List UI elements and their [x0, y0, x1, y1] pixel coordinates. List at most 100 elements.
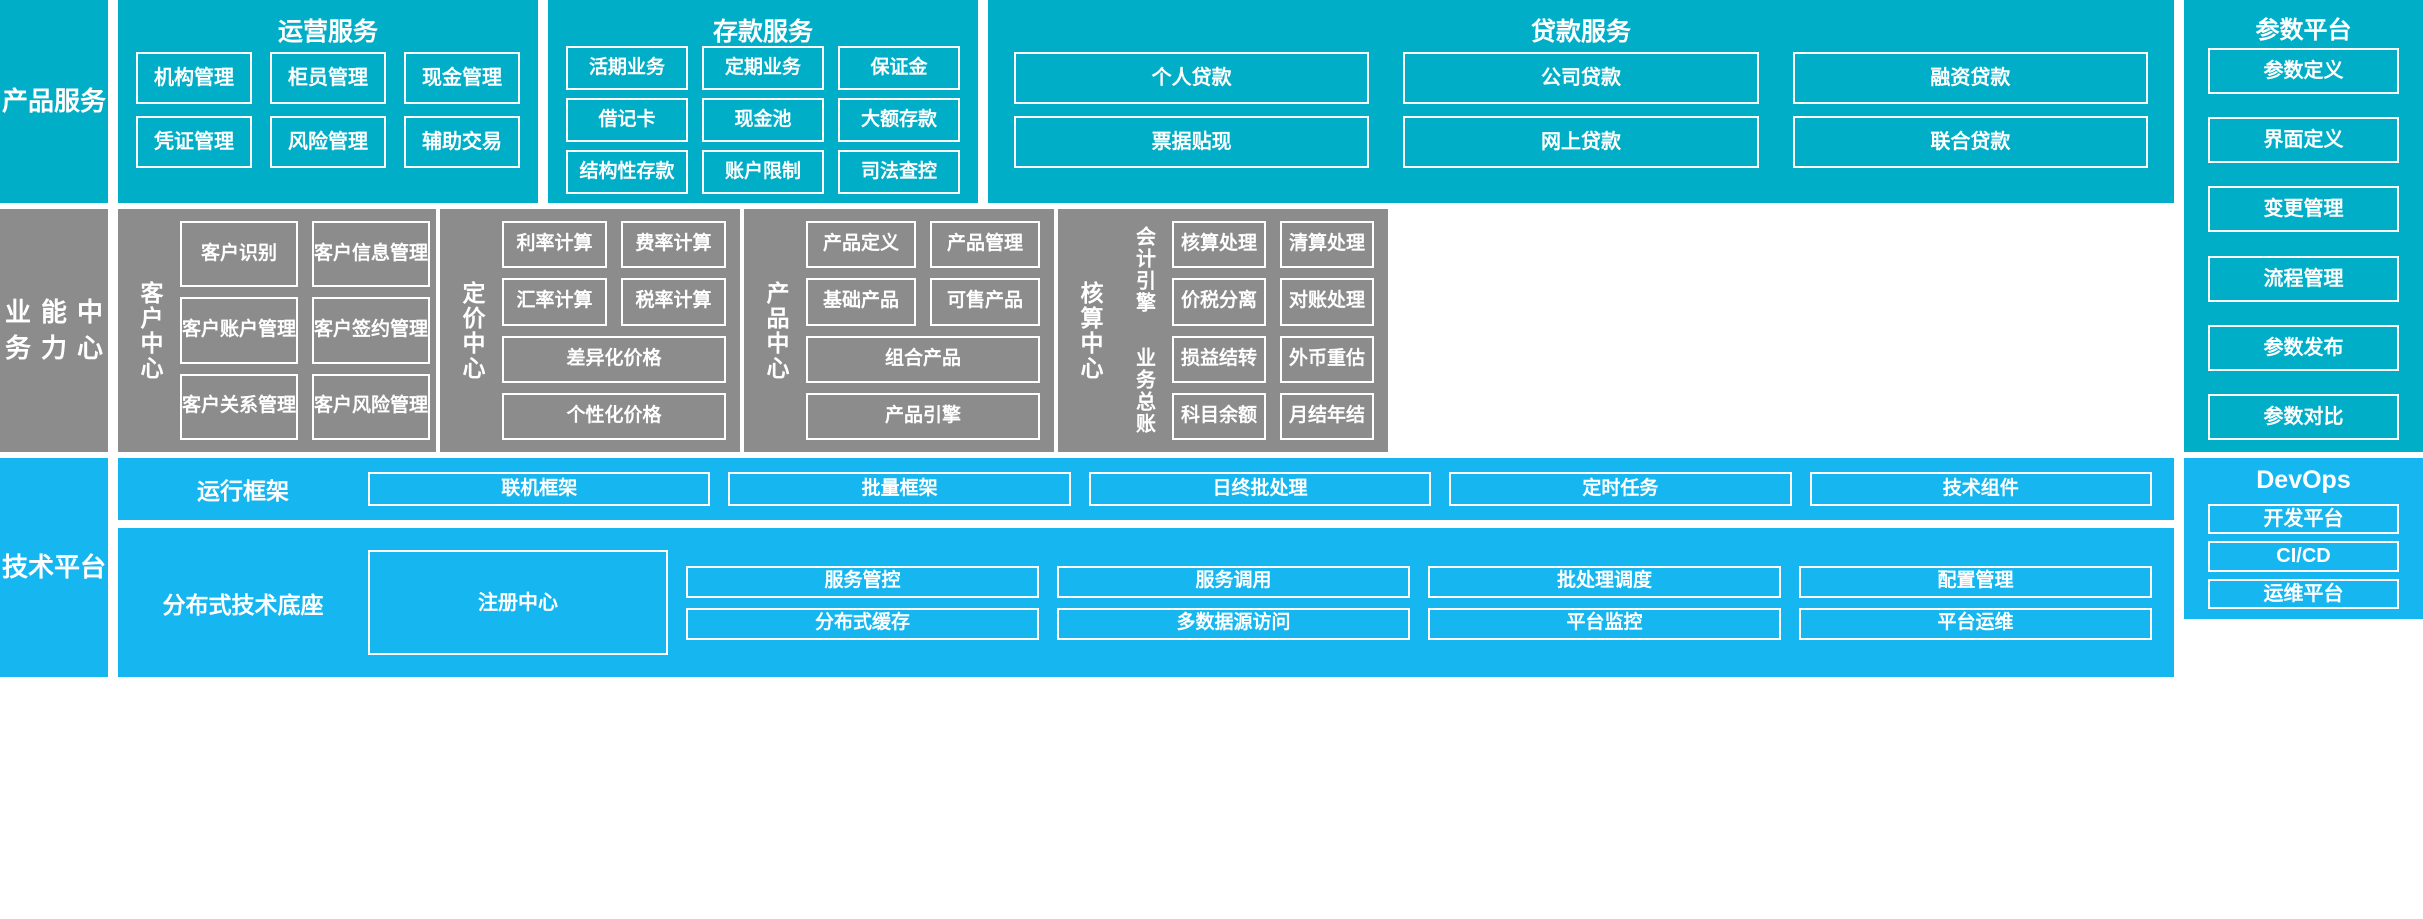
- capability-chip[interactable]: 客户信息管理: [312, 221, 431, 288]
- group-items-loan-services: 个人贷款 公司贷款 融资贷款 票据贴现 网上贷款 联合贷款: [988, 52, 2174, 168]
- service-chip[interactable]: 柜员管理: [270, 52, 386, 104]
- service-chip[interactable]: 联合贷款: [1792, 116, 2148, 168]
- service-chip[interactable]: 网上贷款: [1403, 116, 1759, 168]
- capability-chip[interactable]: 清算处理: [1280, 221, 1374, 269]
- capability-chip[interactable]: 产品定义: [806, 221, 916, 269]
- service-chip[interactable]: 风险管理: [270, 116, 386, 168]
- parameter-chip[interactable]: 流程管理: [2208, 255, 2399, 302]
- service-chip[interactable]: 活期业务: [566, 46, 688, 90]
- tech-row-items-distributed-base: 服务管控 服务调用 批处理调度 配置管理 分布式缓存 多数据源访问 平台监控 平…: [668, 565, 2174, 640]
- center-label-product: 产品中心: [763, 280, 789, 381]
- service-chip[interactable]: 定期业务: [702, 46, 824, 90]
- group-deposit-services: 存款服务 活期业务 定期业务 保证金 借记卡 现金池 大额存款 结构性存款 账户…: [548, 0, 978, 203]
- group-items-deposit-services: 活期业务 定期业务 保证金 借记卡 现金池 大额存款 结构性存款 账户限制 司法…: [548, 46, 978, 194]
- capability-chip[interactable]: 核算处理: [1172, 221, 1266, 269]
- capability-chip[interactable]: 费率计算: [621, 221, 726, 269]
- service-chip[interactable]: 现金池: [702, 98, 824, 142]
- panel-title-parameter-platform: 参数平台: [2255, 17, 2352, 44]
- tech-chip[interactable]: 多数据源访问: [1057, 607, 1410, 640]
- center-label-accounting: 核算中心: [1077, 280, 1103, 381]
- accounting-sub-label-engine: 会计引擎: [1132, 225, 1155, 314]
- group-title-deposit-services: 存款服务: [712, 18, 813, 46]
- layer-technical-platform: 技术平台 运行框架 联机框架 批量框架 日终批处理 定时任务 技术组件 分布式技…: [0, 458, 2423, 919]
- service-chip[interactable]: 账户限制: [702, 150, 824, 194]
- group-items-operation-services: 机构管理 柜员管理 现金管理 凭证管理 风险管理 辅助交易: [118, 52, 538, 168]
- tech-chip[interactable]: 配置管理: [1799, 565, 2152, 598]
- tech-chip[interactable]: 定时任务: [1449, 472, 1792, 506]
- service-chip[interactable]: 现金管理: [404, 52, 520, 104]
- capability-chip[interactable]: 可售产品: [930, 278, 1040, 326]
- group-title-loan-services: 贷款服务: [1530, 18, 1631, 46]
- devops-chip[interactable]: CI/CD: [2208, 541, 2399, 572]
- capability-chip[interactable]: 外币重估: [1280, 335, 1374, 383]
- center-accounting: 核算中心 会计引擎 业务总账 核算处理 清算处理 价税分离 对账处理 损益结转 …: [1058, 209, 1388, 452]
- capability-chip[interactable]: 产品管理: [930, 221, 1040, 269]
- service-chip[interactable]: 个人贷款: [1014, 52, 1370, 104]
- center-items-product: 产品定义 产品管理 基础产品 可售产品 组合产品 产品引擎: [798, 209, 1054, 452]
- parameter-chip[interactable]: 参数对比: [2208, 393, 2399, 440]
- capability-chip[interactable]: 汇率计算: [502, 278, 607, 326]
- service-chip[interactable]: 大额存款: [838, 98, 960, 142]
- capability-chip[interactable]: 客户识别: [180, 221, 299, 288]
- capability-chip[interactable]: 对账处理: [1280, 278, 1374, 326]
- tech-chip[interactable]: 技术组件: [1809, 472, 2152, 506]
- service-chip[interactable]: 司法查控: [838, 150, 960, 194]
- layer-label-product-services: 产品服务: [0, 0, 108, 203]
- tech-chip[interactable]: 平台监控: [1428, 607, 1781, 640]
- service-chip[interactable]: 保证金: [838, 46, 960, 90]
- capability-chip[interactable]: 利率计算: [502, 221, 607, 269]
- tech-chip[interactable]: 日终批处理: [1088, 472, 1432, 506]
- parameter-chip[interactable]: 变更管理: [2208, 186, 2399, 233]
- layer-business-capability: 业务能力中心 客户中心 客户识别 客户信息管理 客户账户管理 客户签约管理 客户…: [0, 209, 2423, 452]
- tech-chip[interactable]: 批处理调度: [1428, 565, 1781, 598]
- capability-chip[interactable]: 价税分离: [1172, 278, 1266, 326]
- tech-chip[interactable]: 联机框架: [368, 472, 711, 506]
- service-chip[interactable]: 借记卡: [566, 98, 688, 142]
- tech-registry-wrapper: 注册中心: [368, 550, 668, 655]
- service-chip[interactable]: 公司贷款: [1403, 52, 1759, 104]
- tech-row-runtime-framework: 运行框架 联机框架 批量框架 日终批处理 定时任务 技术组件: [118, 458, 2174, 520]
- capability-chip[interactable]: 客户风险管理: [312, 373, 431, 440]
- capability-chip[interactable]: 科目余额: [1172, 392, 1266, 440]
- parameter-chip[interactable]: 参数发布: [2208, 324, 2399, 371]
- center-label-pricing: 定价中心: [459, 280, 485, 381]
- service-chip[interactable]: 融资贷款: [1792, 52, 2148, 104]
- capability-chip[interactable]: 个性化价格: [502, 392, 726, 440]
- tech-chip[interactable]: 批量框架: [728, 472, 1071, 506]
- group-loan-services: 贷款服务 个人贷款 公司贷款 融资贷款 票据贴现 网上贷款 联合贷款: [988, 0, 2174, 203]
- capability-chip[interactable]: 组合产品: [806, 335, 1040, 383]
- capability-chip[interactable]: 税率计算: [621, 278, 726, 326]
- service-chip[interactable]: 机构管理: [136, 52, 252, 104]
- tech-chip[interactable]: 分布式缓存: [686, 607, 1039, 640]
- service-chip[interactable]: 辅助交易: [404, 116, 520, 168]
- tech-chip[interactable]: 服务管控: [686, 565, 1039, 598]
- panel-devops: DevOps 开发平台 CI/CD 运维平台: [2184, 458, 2423, 619]
- capability-chip[interactable]: 月结年结: [1280, 392, 1374, 440]
- capability-chip[interactable]: 基础产品: [806, 278, 916, 326]
- layer-label-business-capability: 业务能力中心: [0, 209, 108, 452]
- center-product: 产品中心 产品定义 产品管理 基础产品 可售产品 组合产品 产品引擎: [744, 209, 1054, 452]
- tech-row-label-runtime-framework: 运行框架: [197, 478, 289, 504]
- capability-chip[interactable]: 产品引擎: [806, 392, 1040, 440]
- parameter-chip[interactable]: 界面定义: [2208, 117, 2399, 164]
- capability-chip[interactable]: 客户账户管理: [180, 297, 299, 364]
- center-items-pricing: 利率计算 费率计算 汇率计算 税率计算 差异化价格 个性化价格: [494, 209, 740, 452]
- capability-chip[interactable]: 差异化价格: [502, 335, 726, 383]
- group-operation-services: 运营服务 机构管理 柜员管理 现金管理 凭证管理 风险管理 辅助交易: [118, 0, 538, 203]
- service-chip[interactable]: 凭证管理: [136, 116, 252, 168]
- tech-row-items-runtime-framework: 联机框架 批量框架 日终批处理 定时任务 技术组件: [368, 472, 2174, 506]
- layer-product-services: 产品服务 运营服务 机构管理 柜员管理 现金管理 凭证管理 风险管理 辅助交易 …: [0, 0, 2423, 203]
- tech-chip[interactable]: 服务调用: [1057, 565, 1410, 598]
- center-customer: 客户中心 客户识别 客户信息管理 客户账户管理 客户签约管理 客户关系管理 客户…: [118, 209, 436, 452]
- service-chip[interactable]: 票据贴现: [1014, 116, 1370, 168]
- parameter-chip[interactable]: 参数定义: [2208, 48, 2399, 94]
- capability-chip[interactable]: 客户关系管理: [180, 373, 299, 440]
- devops-chip[interactable]: 运维平台: [2208, 578, 2399, 609]
- devops-chip[interactable]: 开发平台: [2208, 504, 2399, 535]
- capability-chip[interactable]: 损益结转: [1172, 335, 1266, 383]
- tech-chip[interactable]: 平台运维: [1799, 607, 2152, 640]
- tech-chip-registry[interactable]: 注册中心: [368, 550, 668, 655]
- service-chip[interactable]: 结构性存款: [566, 150, 688, 194]
- capability-chip[interactable]: 客户签约管理: [312, 297, 431, 364]
- center-items-accounting: 核算处理 清算处理 价税分离 对账处理 损益结转 外币重估 科目余额 月结年结: [1164, 209, 1388, 452]
